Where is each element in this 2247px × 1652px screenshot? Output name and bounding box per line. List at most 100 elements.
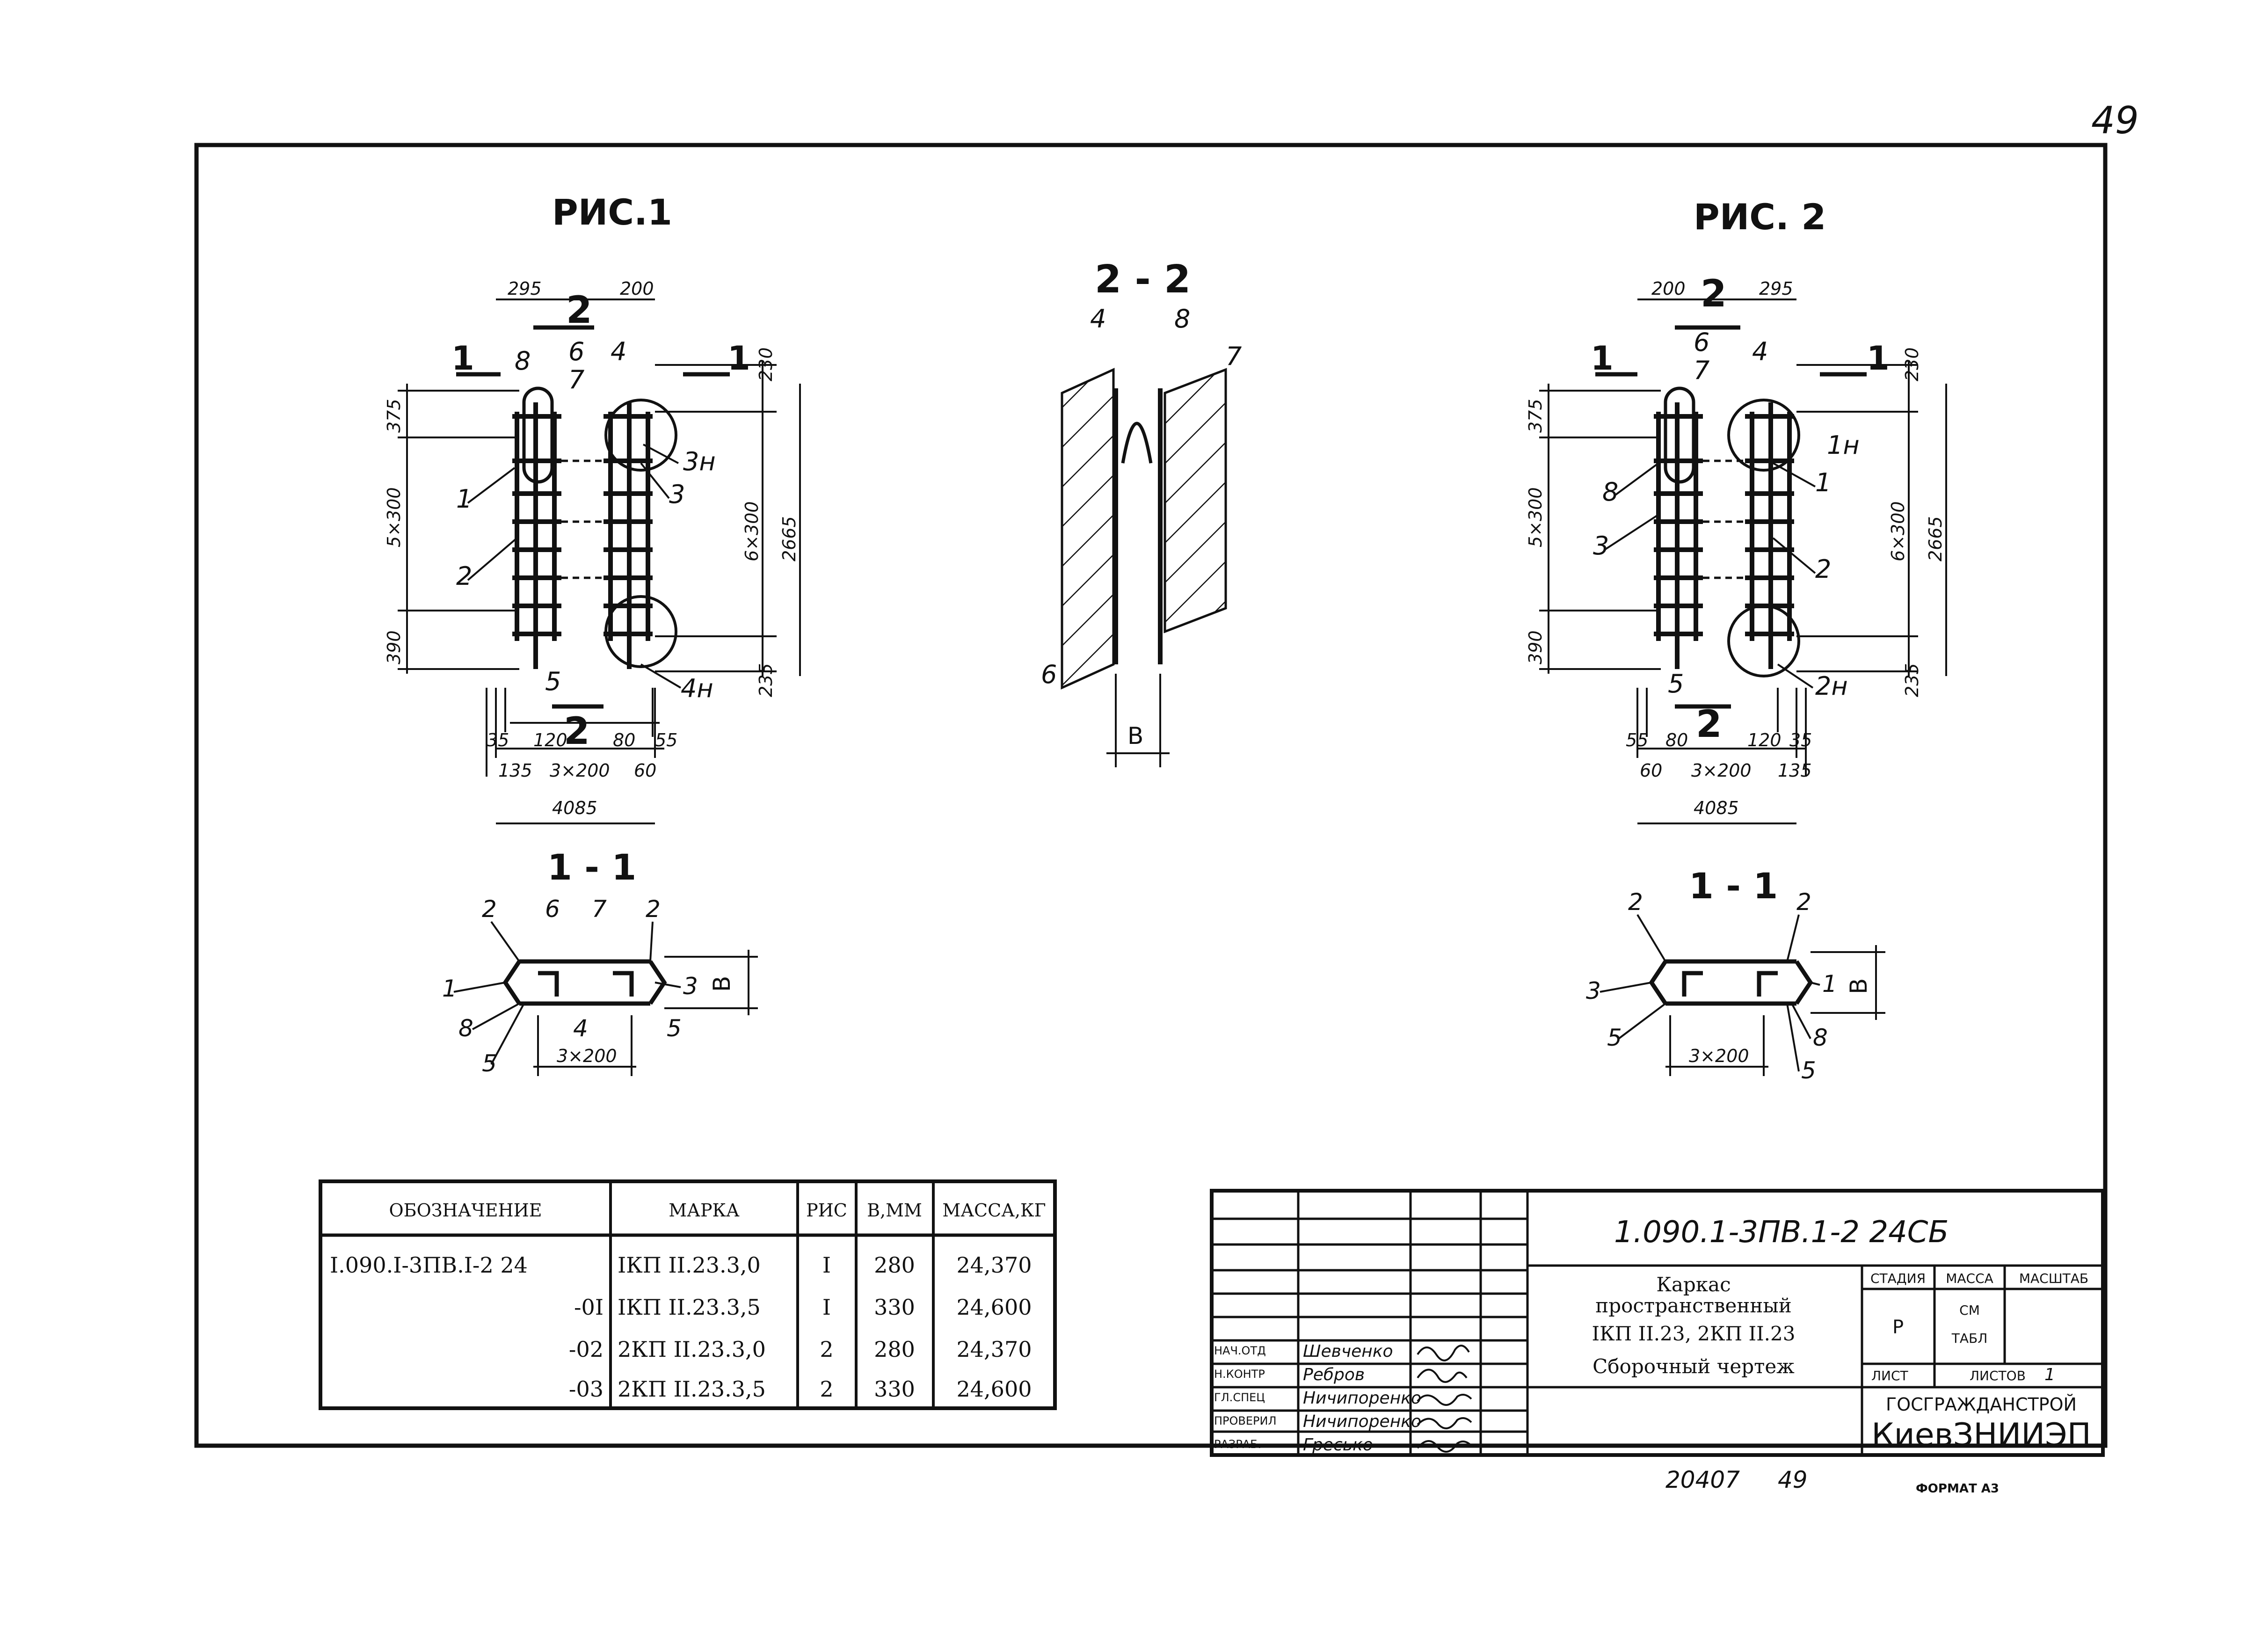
fig1-mesh-horizontal bbox=[512, 414, 653, 636]
fig2: РИС. 2 bbox=[1525, 196, 1947, 824]
fig1-lifting-loop bbox=[522, 386, 554, 484]
sig-name-1: Шевченко bbox=[1303, 1342, 1393, 1361]
fig2-detail-circle-bottom bbox=[1727, 604, 1800, 677]
table-row-3-fig: 2 bbox=[820, 1337, 833, 1362]
fig2-dimension-lines bbox=[1539, 298, 1947, 777]
fig1-connectors bbox=[561, 459, 604, 579]
fig2-cut-2-bottom: 2 bbox=[1696, 702, 1722, 746]
table-row-4-fig: 2 bbox=[820, 1376, 833, 1402]
fig1-cut-1-right: 1 bbox=[727, 339, 750, 378]
section11-right-mark-1: 1 bbox=[1822, 970, 1837, 997]
section11-left-dims bbox=[533, 950, 758, 1076]
section11-right-title: 1 - 1 bbox=[1689, 865, 1778, 907]
fig1-dim-295: 295 bbox=[508, 278, 542, 299]
section11-right-mark-5b: 5 bbox=[1801, 1057, 1816, 1084]
table-row-4-b: 330 bbox=[874, 1376, 915, 1402]
section22-dim-b: В bbox=[1127, 722, 1143, 750]
title-line-4: Сборочный чертеж bbox=[1593, 1355, 1795, 1378]
fig1: РИС.1 bbox=[384, 191, 801, 824]
fig1-dim-55: 55 bbox=[655, 730, 677, 750]
stage-label: СТАДИЯ bbox=[1870, 1271, 1926, 1286]
section11-left-mark-5b: 5 bbox=[667, 1015, 682, 1042]
fig2-dim-4085: 4085 bbox=[1694, 798, 1739, 818]
stage-value: Р bbox=[1892, 1317, 1904, 1338]
table-row-2-designation: -0I bbox=[574, 1295, 604, 1320]
table-row-3-mass: 24,370 bbox=[957, 1337, 1032, 1362]
table-row-3-designation: -02 bbox=[569, 1337, 604, 1362]
section22-hatched-left bbox=[1061, 368, 1115, 690]
section11-left-mark-2b: 2 bbox=[646, 895, 661, 923]
fig1-dim-375: 375 bbox=[384, 399, 404, 433]
section11-left-mark-7: 7 bbox=[592, 895, 607, 923]
sig-name-2: Ребров bbox=[1303, 1365, 1365, 1384]
sig-role-2: Н.КОНТР bbox=[1214, 1368, 1265, 1381]
fig2-mark-6: 6 bbox=[1694, 327, 1709, 357]
table-row-3-b: 280 bbox=[874, 1337, 915, 1362]
fig1-mark-2: 2 bbox=[456, 561, 472, 591]
footer-format: ФОРМАТ А3 bbox=[1916, 1482, 1999, 1496]
sig-role-1: НАЧ.ОТД bbox=[1214, 1344, 1266, 1357]
section22-dims bbox=[1106, 674, 1170, 767]
fig2-connectors bbox=[1703, 459, 1745, 579]
mass-label: МАССА bbox=[1946, 1271, 1993, 1286]
fig2-mark-8: 8 bbox=[1602, 477, 1618, 507]
fig1-dimension-lines bbox=[398, 298, 801, 777]
spec-table: ОБОЗНАЧЕНИЕ МАРКА РИС В,ММ МАССА,КГ I.09… bbox=[319, 1179, 1057, 1410]
sheets-value: 1 bbox=[2044, 1365, 2055, 1384]
section22-hatched-right bbox=[1163, 368, 1227, 633]
fig2-dim-120: 120 bbox=[1747, 730, 1782, 750]
fig2-dim-35: 35 bbox=[1789, 730, 1812, 750]
section11-left-mark-2a: 2 bbox=[482, 895, 497, 923]
table-row-2-mass: 24,600 bbox=[957, 1295, 1032, 1320]
spec-header-mass: МАССА,КГ bbox=[942, 1200, 1046, 1221]
table-row-4-mark: 2КП II.23.3,5 bbox=[618, 1376, 766, 1402]
fig2-mark-3: 3 bbox=[1593, 531, 1609, 560]
fig2-section-cut-markers bbox=[1595, 325, 1867, 709]
title-block: 1.090.1-3ПВ.1-2 24СБ Каркас пространстве… bbox=[1210, 1189, 2105, 1457]
sig-name-3: Ничипоренко bbox=[1303, 1389, 1421, 1408]
fig2-cut-1-left: 1 bbox=[1591, 339, 1614, 378]
sig-role-4: ПРОВЕРИЛ bbox=[1214, 1414, 1277, 1427]
fig1-dim-120: 120 bbox=[533, 730, 567, 750]
fig1-dim-200: 200 bbox=[620, 278, 654, 299]
fig1-dim-390: 390 bbox=[384, 630, 404, 664]
fig1-mark-3n: 3н bbox=[683, 447, 716, 476]
org-line-2: КиевЗНИИЭП bbox=[1871, 1417, 2091, 1454]
section22-title: 2 - 2 bbox=[1095, 257, 1191, 302]
fig1-detail-circle-top bbox=[604, 399, 677, 472]
fig1-section-cut-markers bbox=[456, 325, 730, 709]
fig1-cut-2-bottom: 2 bbox=[564, 709, 590, 753]
page-number-top: 49 bbox=[2091, 99, 2139, 142]
section-2-2: 2 - 2 4 8 7 6 В bbox=[1041, 257, 1242, 767]
section11-left: 1 - 1 В 3×200 2 6 7 2 1 3 8 4 bbox=[442, 846, 758, 1077]
section11-right-shape bbox=[1649, 959, 1813, 1006]
fig2-dim-60: 60 bbox=[1640, 760, 1662, 781]
fig1-mark-7: 7 bbox=[568, 365, 584, 394]
section11-right: 1 - 1 В 3×200 2 2 3 1 5 8 5 bbox=[1586, 865, 1885, 1084]
spec-header-fig: РИС bbox=[806, 1200, 847, 1221]
table-row-3-mark: 2КП II.23.3,0 bbox=[618, 1337, 766, 1362]
fig2-dim-295: 295 bbox=[1759, 278, 1793, 299]
sheet-frame bbox=[194, 143, 2108, 1448]
scale-label: МАСШТАБ bbox=[2019, 1271, 2088, 1286]
section11-left-leaders bbox=[453, 921, 681, 1065]
fig1-dim-80: 80 bbox=[613, 730, 635, 750]
fig2-dim-390: 390 bbox=[1525, 630, 1546, 664]
fig2-cut-1-right: 1 bbox=[1867, 339, 1890, 378]
fig2-detail-circle-top bbox=[1727, 399, 1800, 472]
fig2-mark-2n: 2н bbox=[1815, 671, 1848, 701]
table-row-1-b: 280 bbox=[874, 1252, 915, 1278]
section11-right-dim-b: В bbox=[1845, 978, 1872, 994]
fig2-mark-1n: 1н bbox=[1827, 430, 1860, 460]
title-block-code: 1.090.1-3ПВ.1-2 24СБ bbox=[1614, 1215, 1949, 1250]
fig1-dim-6x300: 6×300 bbox=[742, 501, 762, 561]
fig2-dim-80: 80 bbox=[1665, 730, 1688, 750]
spec-header-b: В,ММ bbox=[867, 1200, 922, 1221]
table-row-1-mark: IКП II.23.3,0 bbox=[618, 1252, 761, 1278]
sig-name-4: Ничипоренко bbox=[1303, 1412, 1421, 1431]
fig1-dim-230: 230 bbox=[756, 347, 776, 381]
fig2-dim-200: 200 bbox=[1651, 278, 1686, 299]
section11-left-mark-3: 3 bbox=[683, 973, 698, 1000]
fig2-mark-2: 2 bbox=[1815, 554, 1831, 584]
section11-left-shape bbox=[502, 959, 667, 1006]
